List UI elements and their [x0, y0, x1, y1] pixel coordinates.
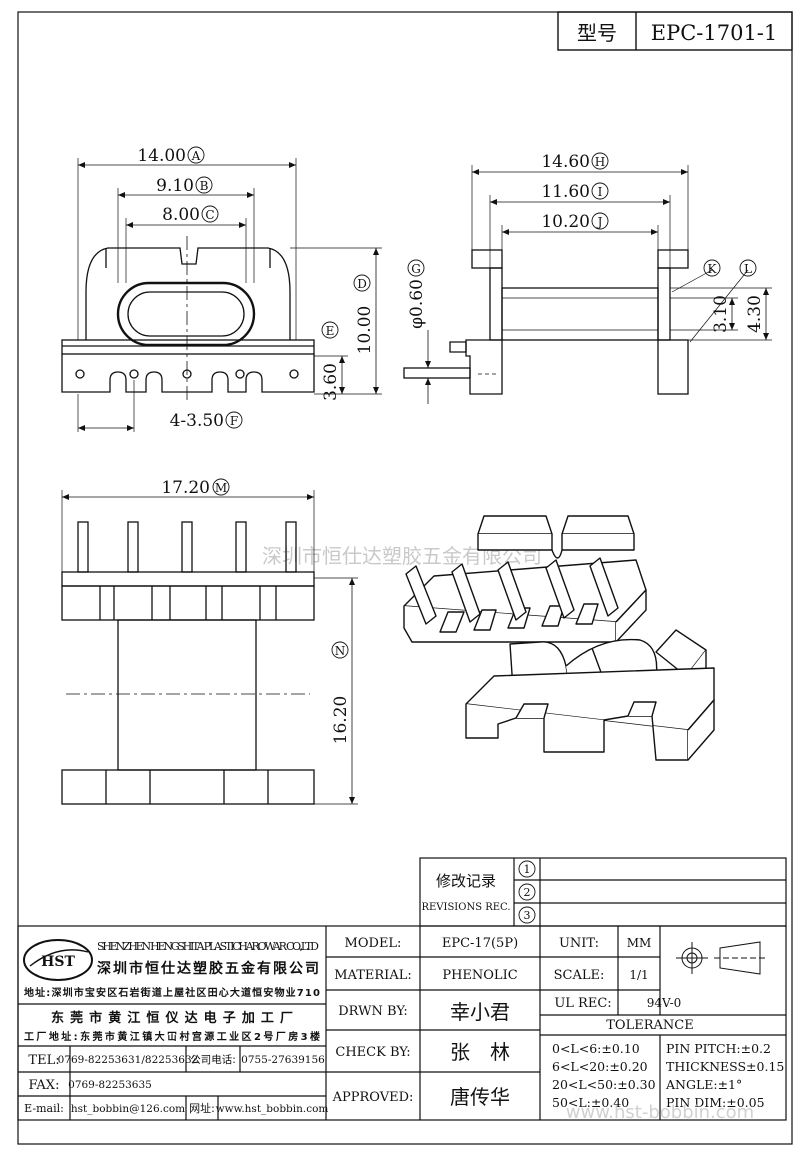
tolerance-5: PIN PITCH:±0.2: [666, 1041, 771, 1056]
model-label: MODEL:: [345, 936, 402, 951]
dim-i-value: 11.60: [541, 182, 590, 202]
company-address: 地址:深圳市宝安区石岩街道上屋社区田心大道恒安物业710: [24, 986, 320, 999]
web-value: www.hst_bobbin.com: [216, 1103, 329, 1115]
drawn-label: DRWN BY:: [338, 1004, 407, 1019]
dim-m-tag: M: [215, 481, 227, 495]
unit-label: UNIT:: [559, 936, 599, 951]
dim-g-tag: G: [411, 262, 421, 276]
dim-c-tag: C: [205, 208, 214, 222]
side-view: [403, 165, 772, 404]
title-block-grid: [17, 925, 787, 1121]
dim-c-value: 8.00: [162, 205, 200, 225]
dim-f-tag: F: [230, 414, 238, 428]
header-model-box: 型号 EPC-1701-1: [557, 11, 793, 51]
tolerance-4: 50<L:±0.40: [552, 1095, 629, 1110]
approved-label: APPROVED:: [332, 1090, 414, 1105]
tolerance-label: TOLERANCE: [606, 1018, 693, 1033]
dim-h-value: 14.60: [541, 152, 590, 172]
company-labels: SHENZHEN HENGSHITA PLASTICHAROWAR CO.,LT…: [24, 940, 328, 1115]
revisions-title-en: REVISIONS REC.: [421, 902, 510, 913]
revision-2: 2: [524, 886, 531, 899]
dim-a-tag: A: [191, 149, 201, 163]
drawn-value: 幸小君: [450, 1000, 510, 1024]
model-value: EPC-17(5P): [442, 936, 518, 951]
dim-f-value: 4-3.50: [170, 411, 224, 431]
email-value: hst_bobbin@126.com: [71, 1103, 185, 1115]
tel-value: 0769-82253631/82253632: [58, 1054, 199, 1066]
dim-d-tag: D: [357, 277, 367, 291]
header-model-label: 型号: [577, 21, 617, 45]
projection-symbol: [676, 941, 766, 975]
dim-b-tag: B: [200, 179, 209, 193]
dim-m-value: 17.20: [161, 478, 210, 498]
web-label: 网址:: [189, 1101, 215, 1115]
spec-labels: MODEL: EPC-17(5P) UNIT: MM MATERIAL: PHE…: [332, 936, 785, 1110]
tolerance-2: 6<L<20:±0.20: [552, 1059, 648, 1074]
check-value: 张 林: [450, 1040, 510, 1064]
factory-address: 工厂地址:东莞市黄江镇大冚村宫源工业区2号厂房3楼: [24, 1030, 320, 1043]
scale-value: 1/1: [629, 968, 648, 982]
dim-a-value: 14.00: [137, 146, 186, 166]
fax-value: 0769-82253635: [68, 1079, 152, 1091]
check-label: CHECK BY:: [335, 1045, 410, 1060]
sheet-border: [17, 11, 793, 1145]
company-name-en: SHENZHEN HENGSHITA PLASTICHAROWAR CO.,LT…: [97, 940, 319, 953]
ul-label: UL REC:: [554, 996, 611, 1011]
dim-e-value: 3.60: [321, 363, 341, 401]
dim-n-value: 16.20: [331, 696, 351, 745]
dim-l-tag: L: [744, 262, 752, 276]
logo-text: HST: [41, 954, 75, 970]
revision-3: 3: [524, 909, 531, 922]
material-label: MATERIAL:: [334, 968, 411, 983]
company-name-cn: 深圳市恒仕达塑胶五金有限公司: [97, 960, 319, 977]
tolerance-8: PIN DIM:±0.05: [666, 1095, 765, 1110]
fax-label: FAX:: [29, 1078, 60, 1093]
factory-name: 东莞市黄江恒仪达电子加工厂: [51, 1010, 293, 1026]
bottom-view-labels: 17.20 M 16.20 N: [161, 478, 351, 744]
dim-b-value: 9.10: [156, 176, 194, 196]
ul-value: 94V-0: [647, 996, 682, 1010]
scale-label: SCALE:: [554, 968, 605, 983]
dim-h-tag: H: [595, 155, 605, 169]
tolerance-3: 20<L<50:±0.30: [552, 1077, 656, 1092]
front-view: [61, 158, 382, 432]
company-logo: HST: [23, 939, 93, 981]
tolerance-1: 0<L<6:±0.10: [552, 1041, 640, 1056]
isometric-view: [403, 515, 715, 761]
dim-k-tag: K: [708, 262, 718, 276]
revisions-table: [419, 857, 787, 927]
bottom-view: [61, 490, 358, 805]
dim-d-value: 10.00: [355, 306, 375, 355]
dim-l-value: 4.30: [745, 295, 765, 333]
front-view-labels: 14.00 A 9.10 B 8.00 C 10.00 D 3.60 E 4-3…: [137, 146, 375, 431]
company-phone-value: 0755-27639156: [241, 1054, 325, 1066]
dim-j-tag: J: [596, 215, 603, 229]
dim-g-value: φ0.60: [407, 279, 427, 329]
tolerance-6: THICKNESS±0.15: [666, 1059, 784, 1074]
revisions-title-cn: 修改记录: [436, 872, 496, 890]
dim-j-value: 10.20: [541, 212, 590, 232]
material-value: PHENOLIC: [442, 968, 517, 983]
tel-label: TEL:: [28, 1053, 59, 1068]
tolerance-7: ANGLE:±1°: [665, 1077, 742, 1092]
dim-k-value: 3.10: [711, 295, 731, 333]
dim-n-tag: N: [335, 644, 346, 658]
revision-1: 1: [524, 863, 531, 876]
dim-e-tag: E: [326, 324, 335, 338]
approved-value: 唐传华: [450, 1085, 510, 1109]
email-label: E-mail:: [24, 1102, 64, 1115]
side-view-labels: 14.60 H 11.60 I 10.20 J K L 3.10 4.30 φ0…: [407, 152, 765, 333]
header-model-value: EPC-1701-1: [651, 21, 778, 45]
company-phone-label: 公司电话:: [190, 1053, 236, 1066]
watermark-bottom: www.hst-bobbin.com: [566, 1102, 754, 1123]
unit-value: MM: [627, 936, 652, 950]
revisions-labels: 修改记录 REVISIONS REC. 1 2 3: [421, 863, 530, 922]
dim-i-tag: I: [598, 185, 603, 199]
